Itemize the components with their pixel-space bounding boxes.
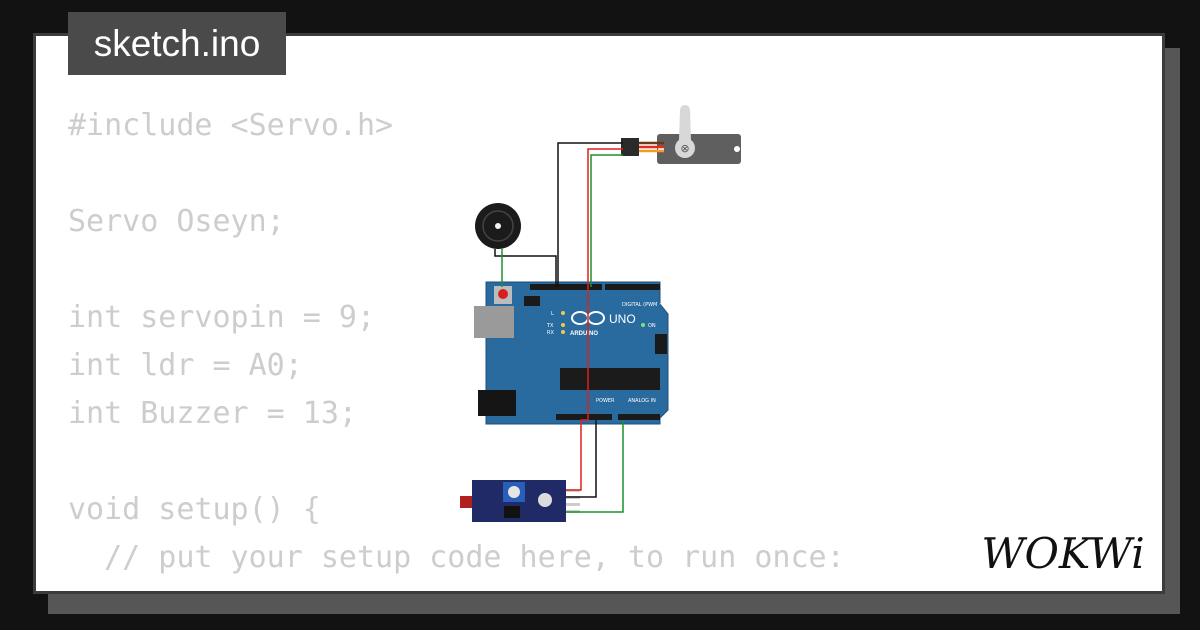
digital-header-right bbox=[605, 284, 660, 290]
arduino-uno-board[interactable]: L TX RX ON UNO ARDUINO DIGITAL (PWM ~) P… bbox=[474, 281, 669, 425]
power-jack bbox=[478, 390, 516, 416]
wire-servo-gnd bbox=[557, 142, 623, 287]
servo-connector bbox=[621, 138, 639, 156]
code-line: int ldr = A0; bbox=[68, 348, 303, 383]
led-rx-icon bbox=[561, 330, 565, 334]
power-header bbox=[556, 414, 612, 420]
wire-servo-5v bbox=[566, 148, 623, 491]
icsp-header-right bbox=[655, 334, 667, 354]
led-l-icon bbox=[561, 311, 565, 315]
analog-header bbox=[618, 414, 660, 420]
code-line: #include <Servo.h> bbox=[68, 108, 394, 143]
board-brand-label: ARDUINO bbox=[570, 331, 598, 337]
potentiometer-knob bbox=[508, 486, 520, 498]
wire-ldr-analog bbox=[566, 420, 624, 513]
servo-motor[interactable]: ⊗ bbox=[621, 105, 741, 164]
servo-shaft-icon bbox=[675, 138, 695, 158]
board-model-label: UNO bbox=[609, 312, 636, 326]
led-tx-icon bbox=[561, 323, 565, 327]
digital-header-label: DIGITAL (PWM ~) bbox=[622, 302, 665, 308]
code-line: void setup() { bbox=[68, 492, 321, 527]
power-header-label: POWER bbox=[596, 398, 615, 404]
digital-header-left bbox=[530, 284, 602, 290]
comparator-chip bbox=[504, 506, 520, 518]
code-line: // put your setup code here, to run once… bbox=[68, 540, 845, 575]
svg-text:⊗: ⊗ bbox=[680, 142, 689, 155]
led-rx-label: RX bbox=[547, 330, 554, 336]
photoresistor bbox=[460, 496, 472, 508]
ldr-sensor-module[interactable] bbox=[460, 480, 580, 522]
atmega-chip bbox=[560, 368, 660, 390]
buzzer[interactable] bbox=[475, 203, 521, 249]
wire-servo-signal bbox=[590, 154, 623, 287]
code-line: int servopin = 9; bbox=[68, 300, 376, 335]
usb-port bbox=[474, 306, 514, 338]
sensor-chip bbox=[538, 493, 552, 507]
led-on-icon bbox=[641, 323, 645, 327]
wires bbox=[494, 142, 624, 513]
code-line: int Buzzer = 13; bbox=[68, 396, 357, 431]
led-tx-label: TX bbox=[546, 323, 554, 329]
reset-button[interactable] bbox=[498, 289, 508, 299]
led-on-label: ON bbox=[648, 323, 656, 329]
code-preview: #include <Servo.h> Servo Oseyn; int servop… bbox=[68, 102, 845, 591]
analog-header-label: ANALOG IN bbox=[628, 398, 656, 404]
file-tab-label: sketch.ino bbox=[93, 22, 261, 64]
wokwi-logo: WOKWi bbox=[981, 529, 1144, 578]
wire-buzzer-gnd bbox=[494, 249, 557, 287]
code-line: Servo Oseyn; bbox=[68, 204, 285, 239]
led-l-label: L bbox=[551, 311, 554, 317]
servo-horn bbox=[679, 110, 691, 140]
code-line: Oseyn.attach(servopin); bbox=[68, 582, 845, 591]
wokwi-logo-text: WOKWi bbox=[981, 529, 1144, 578]
servo-horn-tip bbox=[680, 105, 690, 115]
file-tab[interactable]: sketch.ino bbox=[68, 12, 286, 75]
icsp-header bbox=[524, 296, 540, 306]
wire-ldr-gnd bbox=[566, 420, 597, 498]
